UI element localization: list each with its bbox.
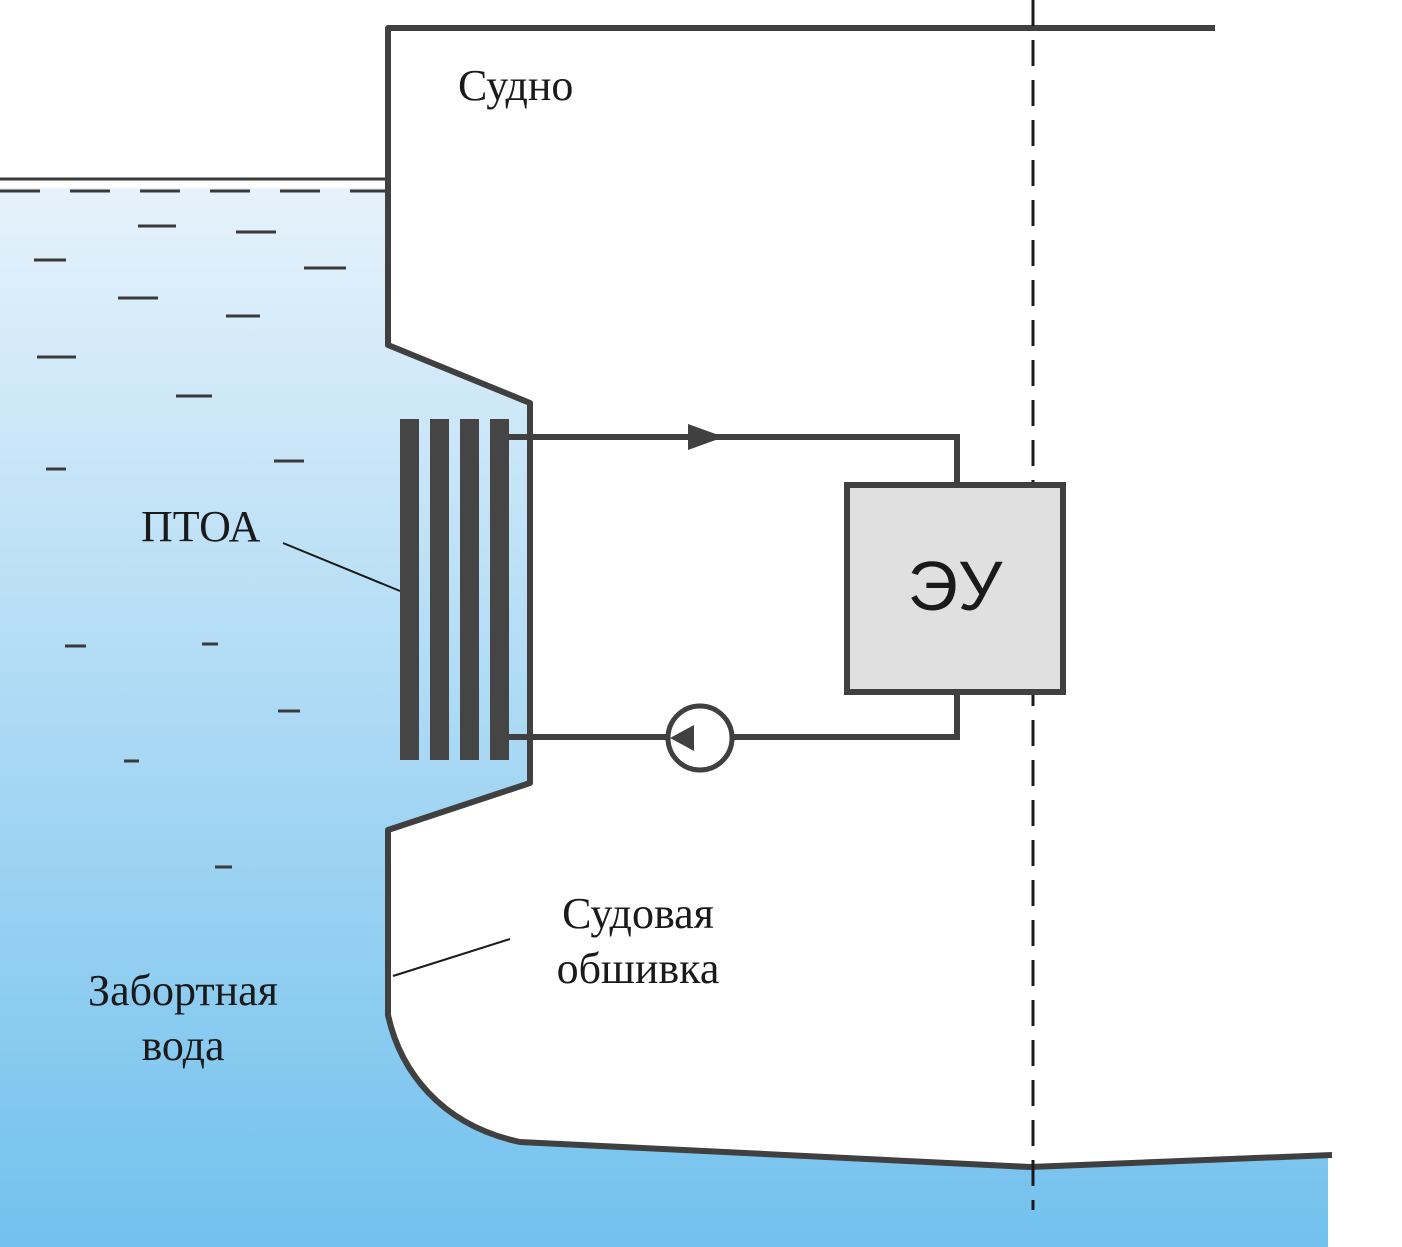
- ship-hull: [385, 25, 1333, 1170]
- coolant-piping: [508, 434, 960, 740]
- hull-label-line2: обшивка: [557, 944, 720, 993]
- pump-icon: [665, 703, 735, 773]
- sea-water: [0, 188, 1328, 1247]
- power-plant-box: [844, 482, 1066, 695]
- waterline: [0, 177, 388, 193]
- hull-label-line1: Судовая: [562, 889, 714, 938]
- plant-label: ЭУ: [908, 547, 1003, 625]
- hex-label: ПТОА: [141, 502, 261, 551]
- water-label-line2: вода: [141, 1021, 224, 1070]
- water-label-line1: Забортная: [88, 966, 278, 1015]
- hull-leader-line: [392, 938, 511, 977]
- flow-arrow-icon: [688, 424, 724, 450]
- heat-exchanger: [400, 419, 509, 760]
- hex-leader-line: [282, 542, 401, 592]
- water-dashes: [34, 224, 346, 869]
- ship-label: Судно: [458, 61, 573, 110]
